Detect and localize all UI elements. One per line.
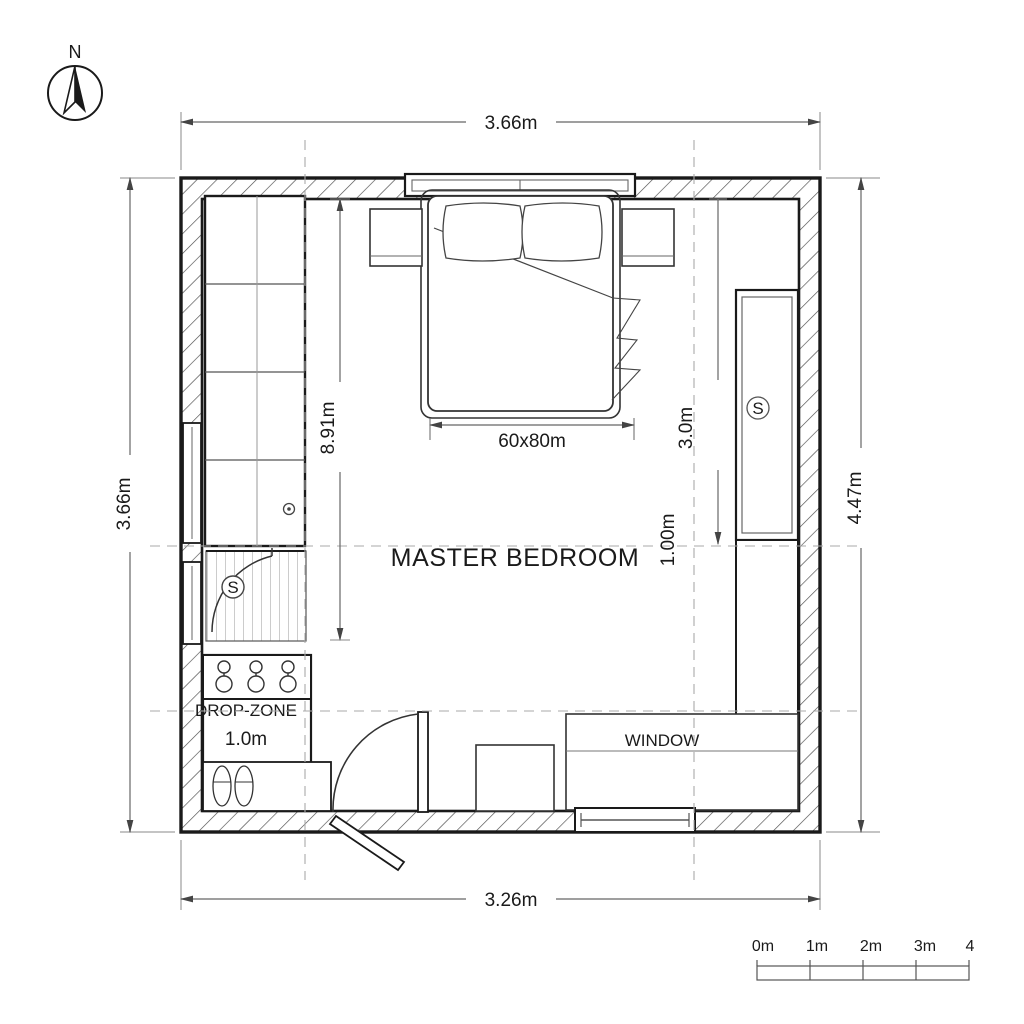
hook-icon-1: [215, 660, 233, 693]
scale-tick-4: 4: [966, 938, 975, 955]
pillow-right: [521, 202, 603, 262]
entry-door[interactable]: [328, 711, 429, 872]
closet-door-leaves: [182, 422, 202, 645]
slipper-icon-right: [234, 765, 254, 807]
drop-zone-area: [201, 653, 332, 813]
switch-symbol-ensuite: S: [221, 575, 245, 599]
scale-tick-2: 2m: [860, 938, 882, 955]
switch-symbol-desk: S: [746, 396, 770, 420]
north-arrow-icon: [47, 65, 103, 121]
dimension-left-label: 3.66m: [114, 478, 135, 531]
north-label: N: [69, 42, 82, 62]
nightstand-left: [369, 208, 423, 267]
scale-tick-0: 0m: [752, 938, 774, 955]
wardrobe-unit: [203, 194, 307, 548]
dimension-inner-right-upper-label: 3.0m: [676, 407, 697, 449]
bed-dimension: [428, 418, 636, 440]
drop-zone-label: DROP-ZONE: [195, 701, 297, 720]
dimension-left: [120, 176, 175, 834]
window-label: WINDOW: [625, 731, 700, 750]
hook-icon-2: [247, 660, 265, 693]
dimension-inner-left: [330, 197, 350, 642]
switch-symbol-label-desk: S: [752, 399, 763, 418]
center-axis-lines: [150, 140, 860, 880]
hook-icon-3: [279, 660, 297, 693]
window-bench: [565, 713, 799, 811]
page-title: MASTER BEDROOM: [391, 544, 640, 572]
dimension-top-label: 3.66m: [485, 113, 538, 134]
nightstand-right: [621, 208, 675, 267]
scale-tick-3: 3m: [914, 938, 936, 955]
headboard-panel: [403, 172, 637, 198]
dimension-right: [826, 176, 880, 834]
switch-symbol-label: S: [227, 578, 238, 597]
dimension-top: [179, 112, 822, 170]
scale-tick-1: 1m: [806, 938, 828, 955]
small-bench: [475, 744, 555, 812]
dimension-right-label: 4.47m: [845, 472, 866, 525]
dimension-inner-right-lower-label: 1.00m: [658, 514, 679, 567]
dimension-inner-right-upper: [709, 198, 727, 546]
bed: [420, 189, 642, 419]
dimension-bottom-label: 3.26m: [485, 890, 538, 911]
slipper-icon-left: [212, 765, 232, 807]
bed-size-label: 60x80m: [498, 431, 566, 452]
dimension-bottom: [179, 840, 822, 910]
window-opening: [574, 807, 696, 833]
dimension-inner-left-label: 8.91m: [318, 402, 339, 455]
drop-zone-size-label: 1.0m: [225, 729, 267, 750]
ensuite-niche: [205, 548, 307, 642]
pillow-left: [442, 202, 524, 262]
scale-bar: [756, 960, 970, 981]
right-cabinet: [735, 539, 799, 737]
